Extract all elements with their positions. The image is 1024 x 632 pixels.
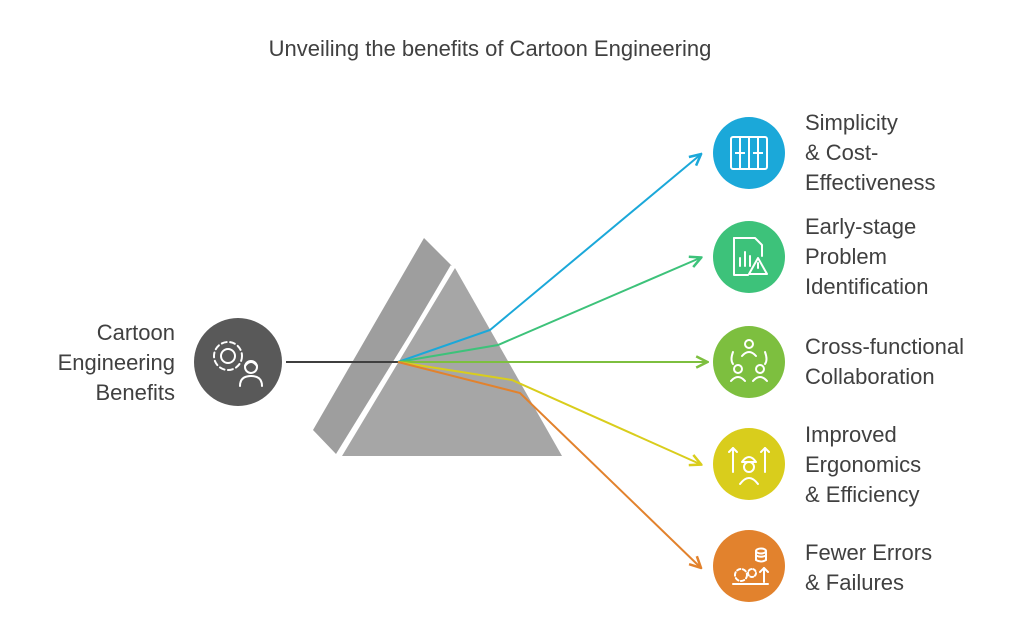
source-label-line: Cartoon bbox=[96, 320, 175, 345]
source-node bbox=[194, 318, 282, 406]
benefit-label-line: & Efficiency bbox=[805, 482, 920, 507]
benefit-label-cross-functional: Cross-functional Collaboration bbox=[805, 332, 1015, 392]
benefit-label-line: Early-stage bbox=[805, 214, 917, 239]
benefit-node-fewer-errors bbox=[713, 530, 785, 602]
output-rays bbox=[397, 155, 706, 567]
benefit-circle bbox=[713, 530, 785, 602]
diagram-title: Unveiling the benefits of Cartoon Engine… bbox=[268, 36, 712, 61]
benefit-label-line: Identification bbox=[805, 274, 929, 299]
prism-back-face bbox=[313, 238, 452, 454]
benefit-label-line: Improved bbox=[805, 422, 897, 447]
benefit-label-fewer-errors: Fewer Errors & Failures bbox=[805, 538, 1015, 598]
source-label-line: Engineering bbox=[57, 350, 175, 375]
benefit-circle bbox=[713, 326, 785, 398]
ray-fewer-errors bbox=[397, 361, 700, 567]
source-label: Cartoon Engineering Benefits bbox=[20, 318, 175, 408]
benefit-label-line: & Cost- bbox=[805, 140, 879, 165]
benefit-label-line: Fewer Errors bbox=[805, 540, 933, 565]
benefit-label-line: Collaboration bbox=[805, 364, 935, 389]
benefit-node-cross-functional bbox=[713, 326, 785, 398]
team-collaboration-icon bbox=[730, 339, 768, 382]
benefit-label-line: Problem bbox=[805, 244, 887, 269]
benefit-label-early-stage: Early-stage Problem Identification bbox=[805, 212, 1015, 302]
ray-early-stage bbox=[397, 258, 700, 363]
benefit-label-line: & Failures bbox=[805, 570, 905, 595]
worker-arrows-icon bbox=[728, 447, 770, 485]
benefit-label-simplicity: Simplicity & Cost- Effectiveness bbox=[805, 108, 1015, 198]
benefit-label-ergonomics: Improved Ergonomics & Efficiency bbox=[805, 420, 1015, 510]
ray-ergonomics bbox=[397, 361, 700, 464]
source-circle bbox=[194, 318, 282, 406]
benefit-node-ergonomics bbox=[713, 428, 785, 500]
gear-engineer-icon bbox=[213, 341, 263, 387]
benefit-node-early-stage bbox=[713, 221, 785, 293]
prism bbox=[313, 238, 562, 457]
ray-simplicity bbox=[397, 155, 700, 363]
benefit-label-line: Effectiveness bbox=[805, 170, 936, 195]
benefit-label-line: Ergonomics bbox=[805, 452, 922, 477]
benefit-label-line: Simplicity bbox=[805, 110, 898, 135]
benefit-node-simplicity bbox=[713, 117, 785, 189]
chart-warning-icon bbox=[733, 237, 768, 276]
benefit-label-line: Cross-functional bbox=[805, 334, 964, 359]
document-columns-icon bbox=[730, 136, 768, 170]
gears-database-icon bbox=[732, 547, 769, 585]
benefit-circle bbox=[713, 428, 785, 500]
source-label-line: Benefits bbox=[95, 380, 176, 405]
